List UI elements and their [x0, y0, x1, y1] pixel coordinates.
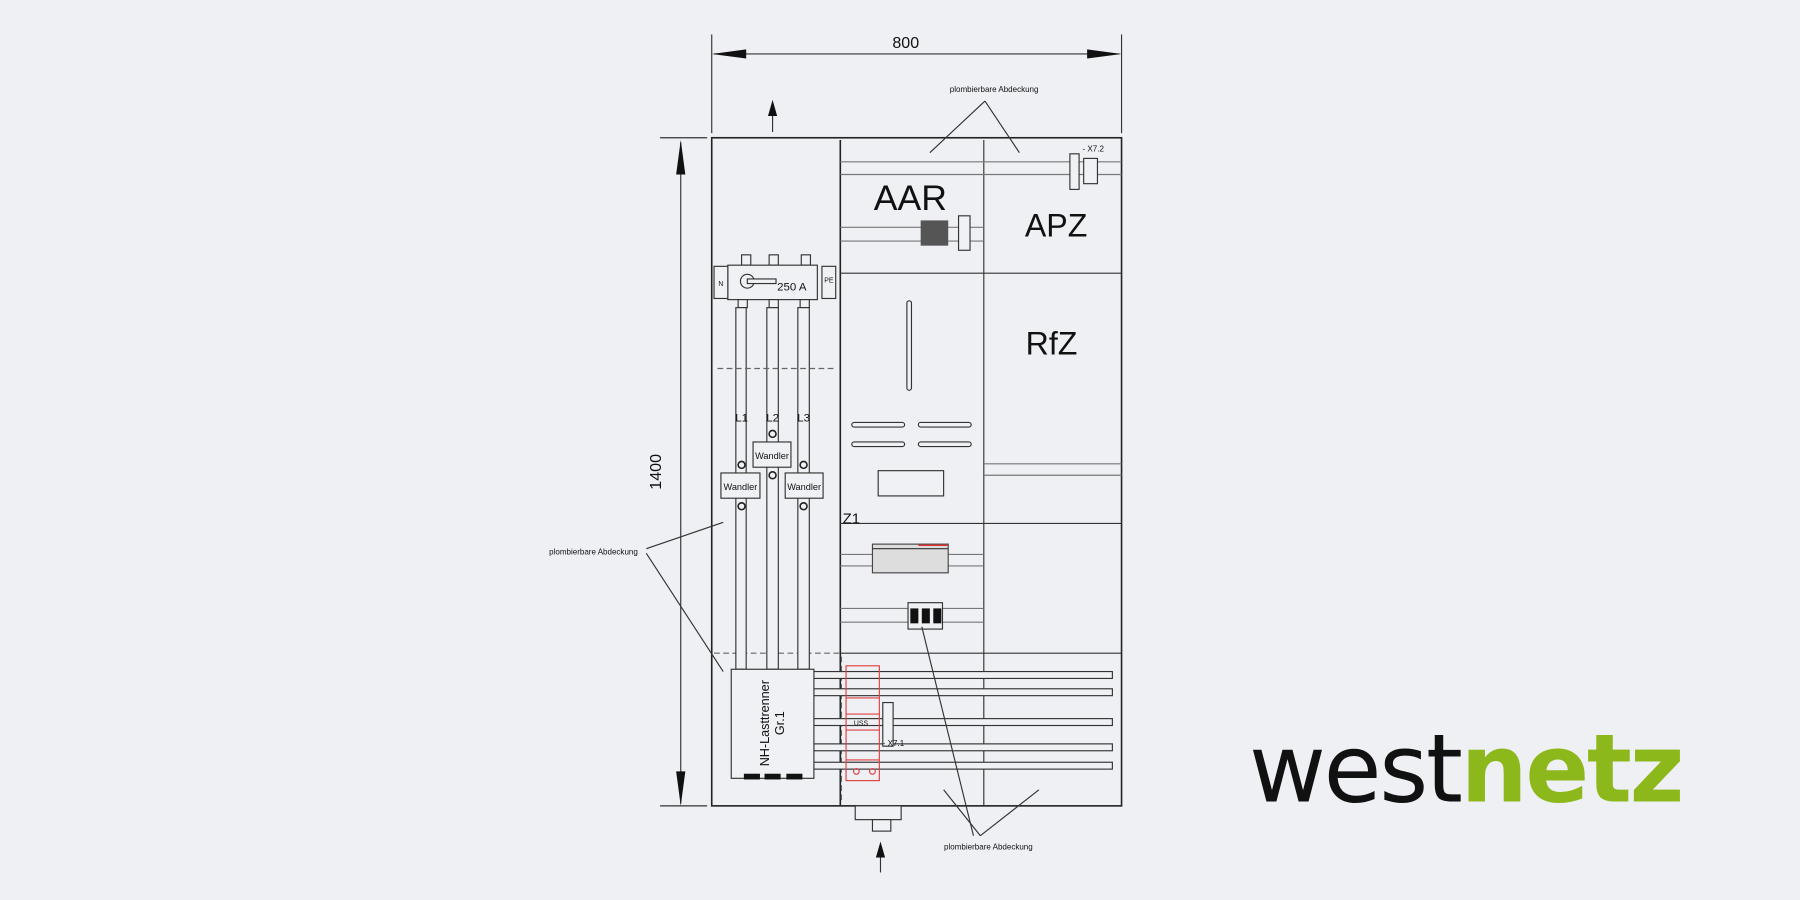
- cabinet-outline: [710, 136, 1123, 807]
- pe-label: PE: [824, 277, 834, 284]
- aar-label: AAR: [874, 178, 947, 218]
- logo-west: west: [1249, 715, 1461, 824]
- cover-callout-left: plombierbare Abdeckung: [549, 521, 724, 672]
- uss-area: USS: [845, 665, 880, 782]
- svg-text:plombierbare Abdeckung: plombierbare Abdeckung: [944, 842, 1033, 851]
- circuit-breakers: [907, 602, 944, 630]
- main-switch: 250 A N PE: [713, 254, 837, 309]
- height-label: 1400: [647, 454, 665, 490]
- svg-text:westnetz: westnetz: [1249, 715, 1682, 824]
- feed-arrow-bottom: [875, 841, 886, 873]
- feed-arrow-top: [767, 99, 778, 133]
- logo-netz: netz: [1461, 715, 1682, 824]
- x72-label: - X7.2: [1083, 145, 1105, 154]
- width-label: 800: [892, 34, 919, 52]
- current-transformers: Wandler Wandler Wandler: [720, 429, 824, 511]
- terminal-block-z1: [871, 543, 949, 574]
- height-dimension: 1400: [647, 137, 708, 807]
- transformer-l1: Wandler: [724, 482, 758, 492]
- switch-rating: 250 A: [777, 281, 807, 293]
- x71-label: - X7.1: [883, 739, 905, 748]
- terminal-block-aar: [920, 220, 949, 246]
- transformer-l3: Wandler: [787, 482, 821, 492]
- nh-load-switch: NH-Lasttrenner Gr.1: [730, 668, 815, 780]
- z1-label: Z1: [843, 510, 860, 527]
- aar-device: [957, 215, 971, 251]
- westnetz-logo: westnetz: [1249, 715, 1684, 824]
- rfz-label: RfZ: [1026, 326, 1078, 362]
- svg-text:plombierbare Abdeckung: plombierbare Abdeckung: [950, 85, 1039, 94]
- terminal-x71: - X7.1: [882, 701, 905, 748]
- neutral-label: N: [718, 281, 723, 288]
- uss-label: USS: [854, 721, 869, 728]
- nh-switch-label: NH-Lasttrenner: [758, 680, 772, 766]
- l3-label: L3: [797, 412, 810, 424]
- meter-field: [851, 300, 972, 497]
- terminal-x72: - X7.2: [1069, 145, 1105, 190]
- cover-callout-bottom: plombierbare Abdeckung: [921, 626, 1040, 851]
- svg-text:plombierbare Abdeckung: plombierbare Abdeckung: [549, 547, 638, 556]
- apz-label: APZ: [1025, 207, 1087, 243]
- width-dimension: 800: [711, 34, 1123, 134]
- l1-label: L1: [735, 412, 748, 424]
- cable-entry: [854, 805, 902, 821]
- transformer-l2: Wandler: [755, 451, 789, 461]
- cover-callout-top: plombierbare Abdeckung: [929, 85, 1039, 154]
- l2-label: L2: [766, 412, 779, 424]
- outgoing-bars: [813, 670, 1113, 770]
- nh-switch-group: Gr.1: [773, 711, 787, 735]
